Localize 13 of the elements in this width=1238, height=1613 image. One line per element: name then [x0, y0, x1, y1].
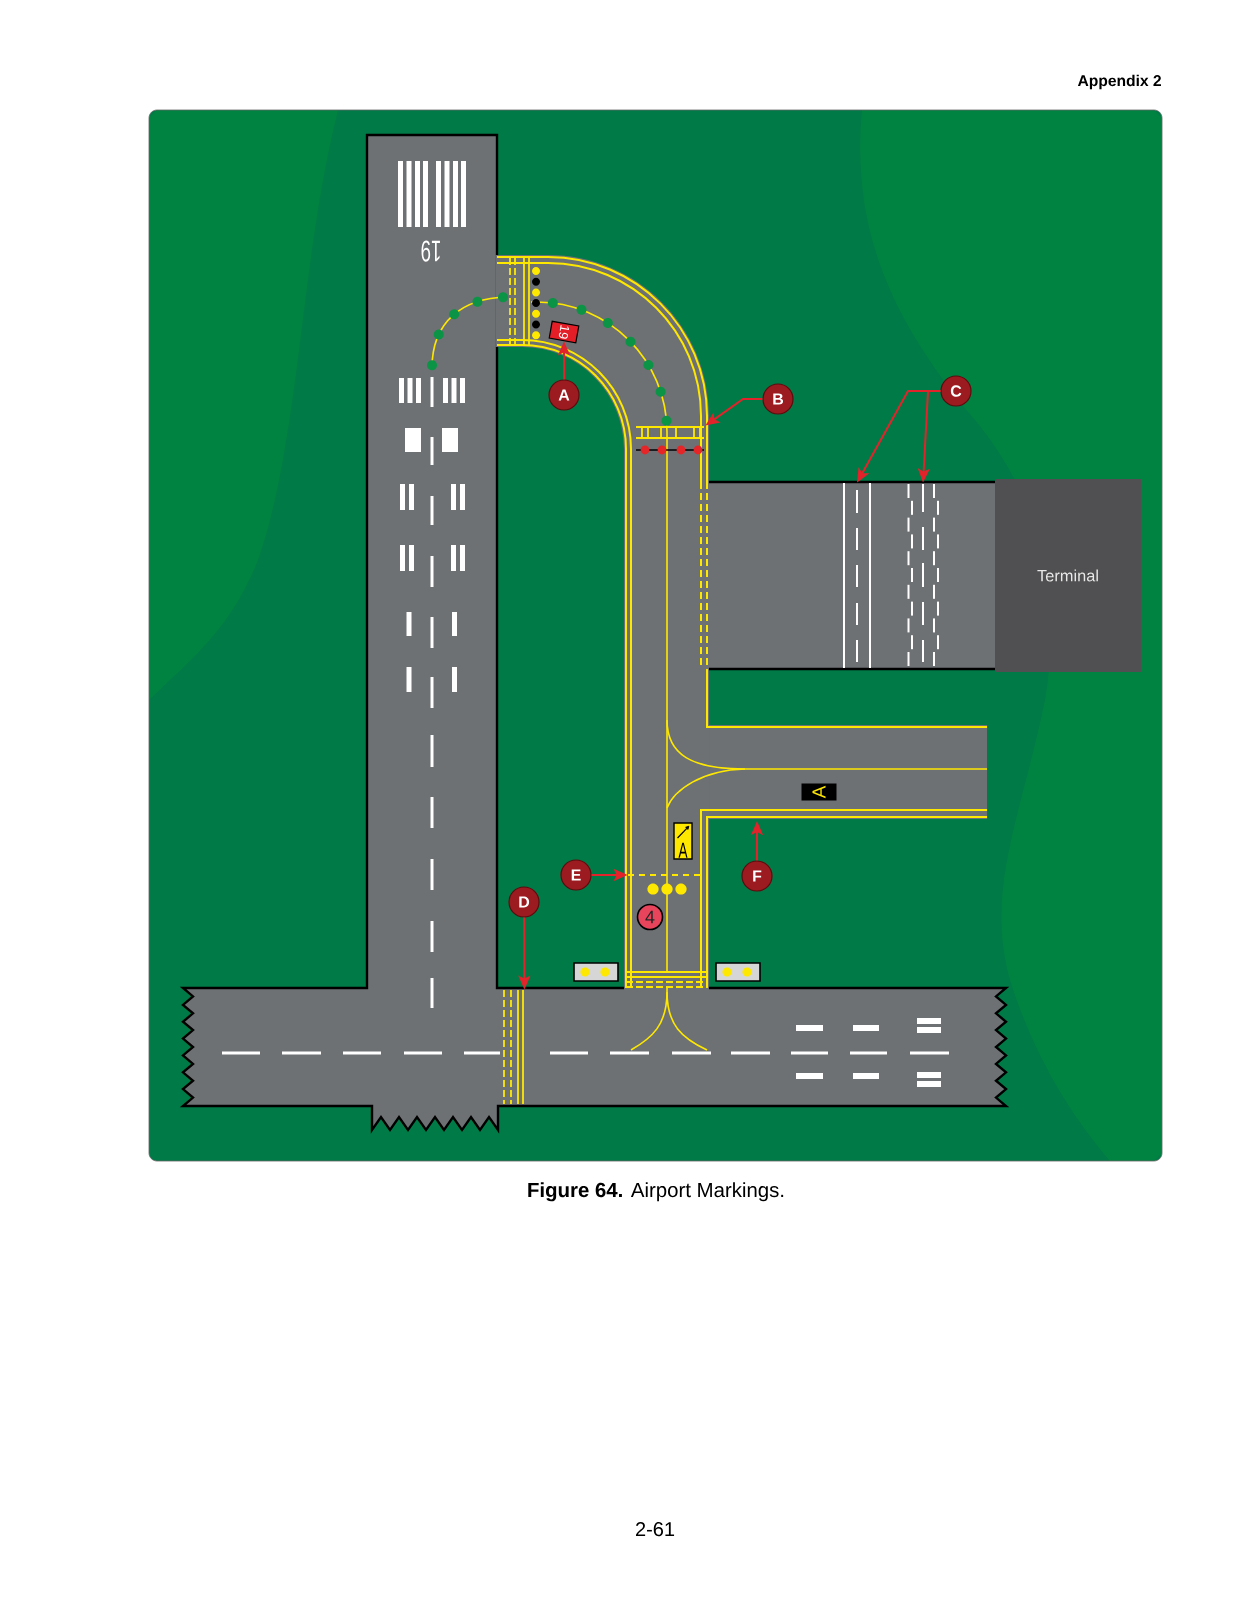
page-header: Appendix 2 [1077, 74, 1161, 90]
figure-caption: Figure 64. Airport Markings. [528, 1182, 784, 1202]
ils-hold-marking [635, 426, 705, 439]
runway-number: 19 [421, 240, 440, 262]
hold-line [627, 874, 701, 876]
zipper-lines [907, 483, 939, 667]
direction-sign: A [673, 822, 693, 860]
hold-short-marking [503, 989, 524, 1105]
runway-sign: 19 [548, 320, 580, 344]
terminal-building: Terminal [995, 479, 1141, 672]
circled-number: 4 [636, 903, 664, 931]
page-number: 2-61 [636, 1522, 675, 1537]
roadway-lines [843, 482, 871, 669]
